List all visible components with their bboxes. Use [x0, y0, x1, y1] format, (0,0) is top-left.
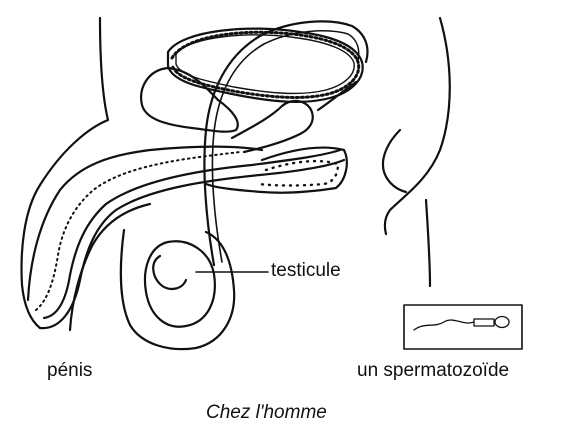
- vas-deferens-inner: [211, 30, 360, 263]
- figure-caption: Chez l'homme: [206, 402, 327, 423]
- bladder: [140, 66, 239, 133]
- sperm-midpiece: [473, 318, 495, 327]
- penis-corpus: [42, 148, 342, 320]
- rectum-line: [316, 80, 358, 112]
- leg-line: [424, 198, 432, 288]
- sperm-tail: [413, 319, 475, 331]
- scrotum: [119, 228, 236, 351]
- urethra-tip: [68, 202, 152, 332]
- epididymis: [152, 254, 188, 290]
- buttock-outline: [381, 128, 408, 194]
- seminal-vesicle-inner: [175, 34, 355, 95]
- label-spermatozoide: un spermatozoïde: [357, 360, 510, 381]
- sperm-head: [494, 315, 510, 329]
- vas-deferens: [203, 20, 369, 267]
- prostate: [230, 99, 314, 154]
- spongy-body: [204, 146, 348, 194]
- penis-dorsal: [26, 145, 264, 302]
- testicle: [143, 240, 216, 328]
- penis-corpus-hatch: [35, 151, 241, 311]
- body-outline: [20, 16, 110, 330]
- seminal-vesicle-beads: [170, 30, 361, 99]
- spongy-body-dots: [256, 159, 340, 187]
- label-penis: pénis: [47, 360, 93, 381]
- thigh-outline: [383, 16, 451, 236]
- sperm-inset-box: [403, 304, 523, 350]
- label-testicule: testicule: [271, 260, 341, 281]
